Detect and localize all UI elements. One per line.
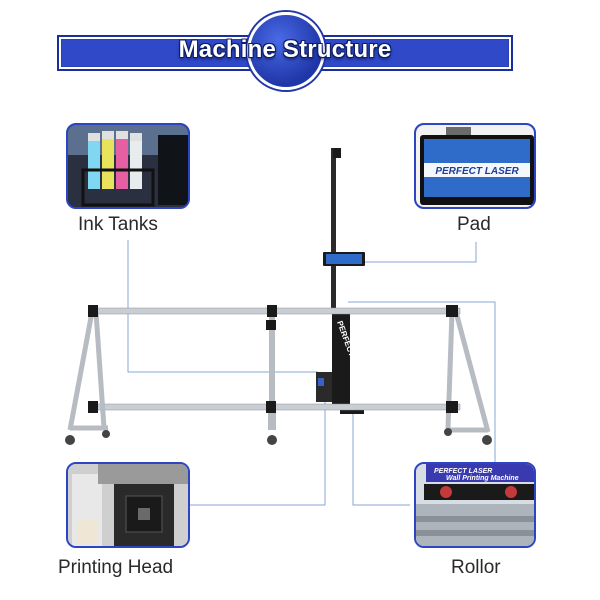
ink-tanks-photo [66,123,190,209]
pad-connector [360,242,477,263]
rollor-connector-2 [352,410,410,506]
pad-screen-text: PERFECT LASER [435,166,519,177]
rollor-illustration: PERFECT LASER Wall Printing Machine [416,464,534,546]
rollor-label: Rollor [451,557,501,578]
pad-label: Pad [457,214,491,235]
pad-illustration: PERFECT LASER [416,125,534,207]
header-badge-circle [247,12,325,90]
roller-banner-sub: Wall Printing Machine [446,475,519,482]
roller-banner-text: PERFECT LASER [434,468,492,475]
rollor-connector [348,301,496,465]
rollor-photo: PERFECT LASER Wall Printing Machine [414,462,536,548]
carriage [316,372,332,402]
page-title: Machine Structure [178,36,392,63]
pad-screen [326,254,362,264]
column-post [331,148,336,313]
pad-photo: PERFECT LASER [414,123,536,209]
ink-tanks-connector [127,240,318,373]
printing-head-label: Printing Head [58,557,174,578]
printing-head-connector [170,392,326,506]
column-body [332,312,350,404]
ink-tanks-illustration [68,125,188,207]
printing-head-illustration [68,464,188,546]
printing-head-photo [66,462,190,548]
ink-tanks-label: Ink Tanks [78,214,158,235]
